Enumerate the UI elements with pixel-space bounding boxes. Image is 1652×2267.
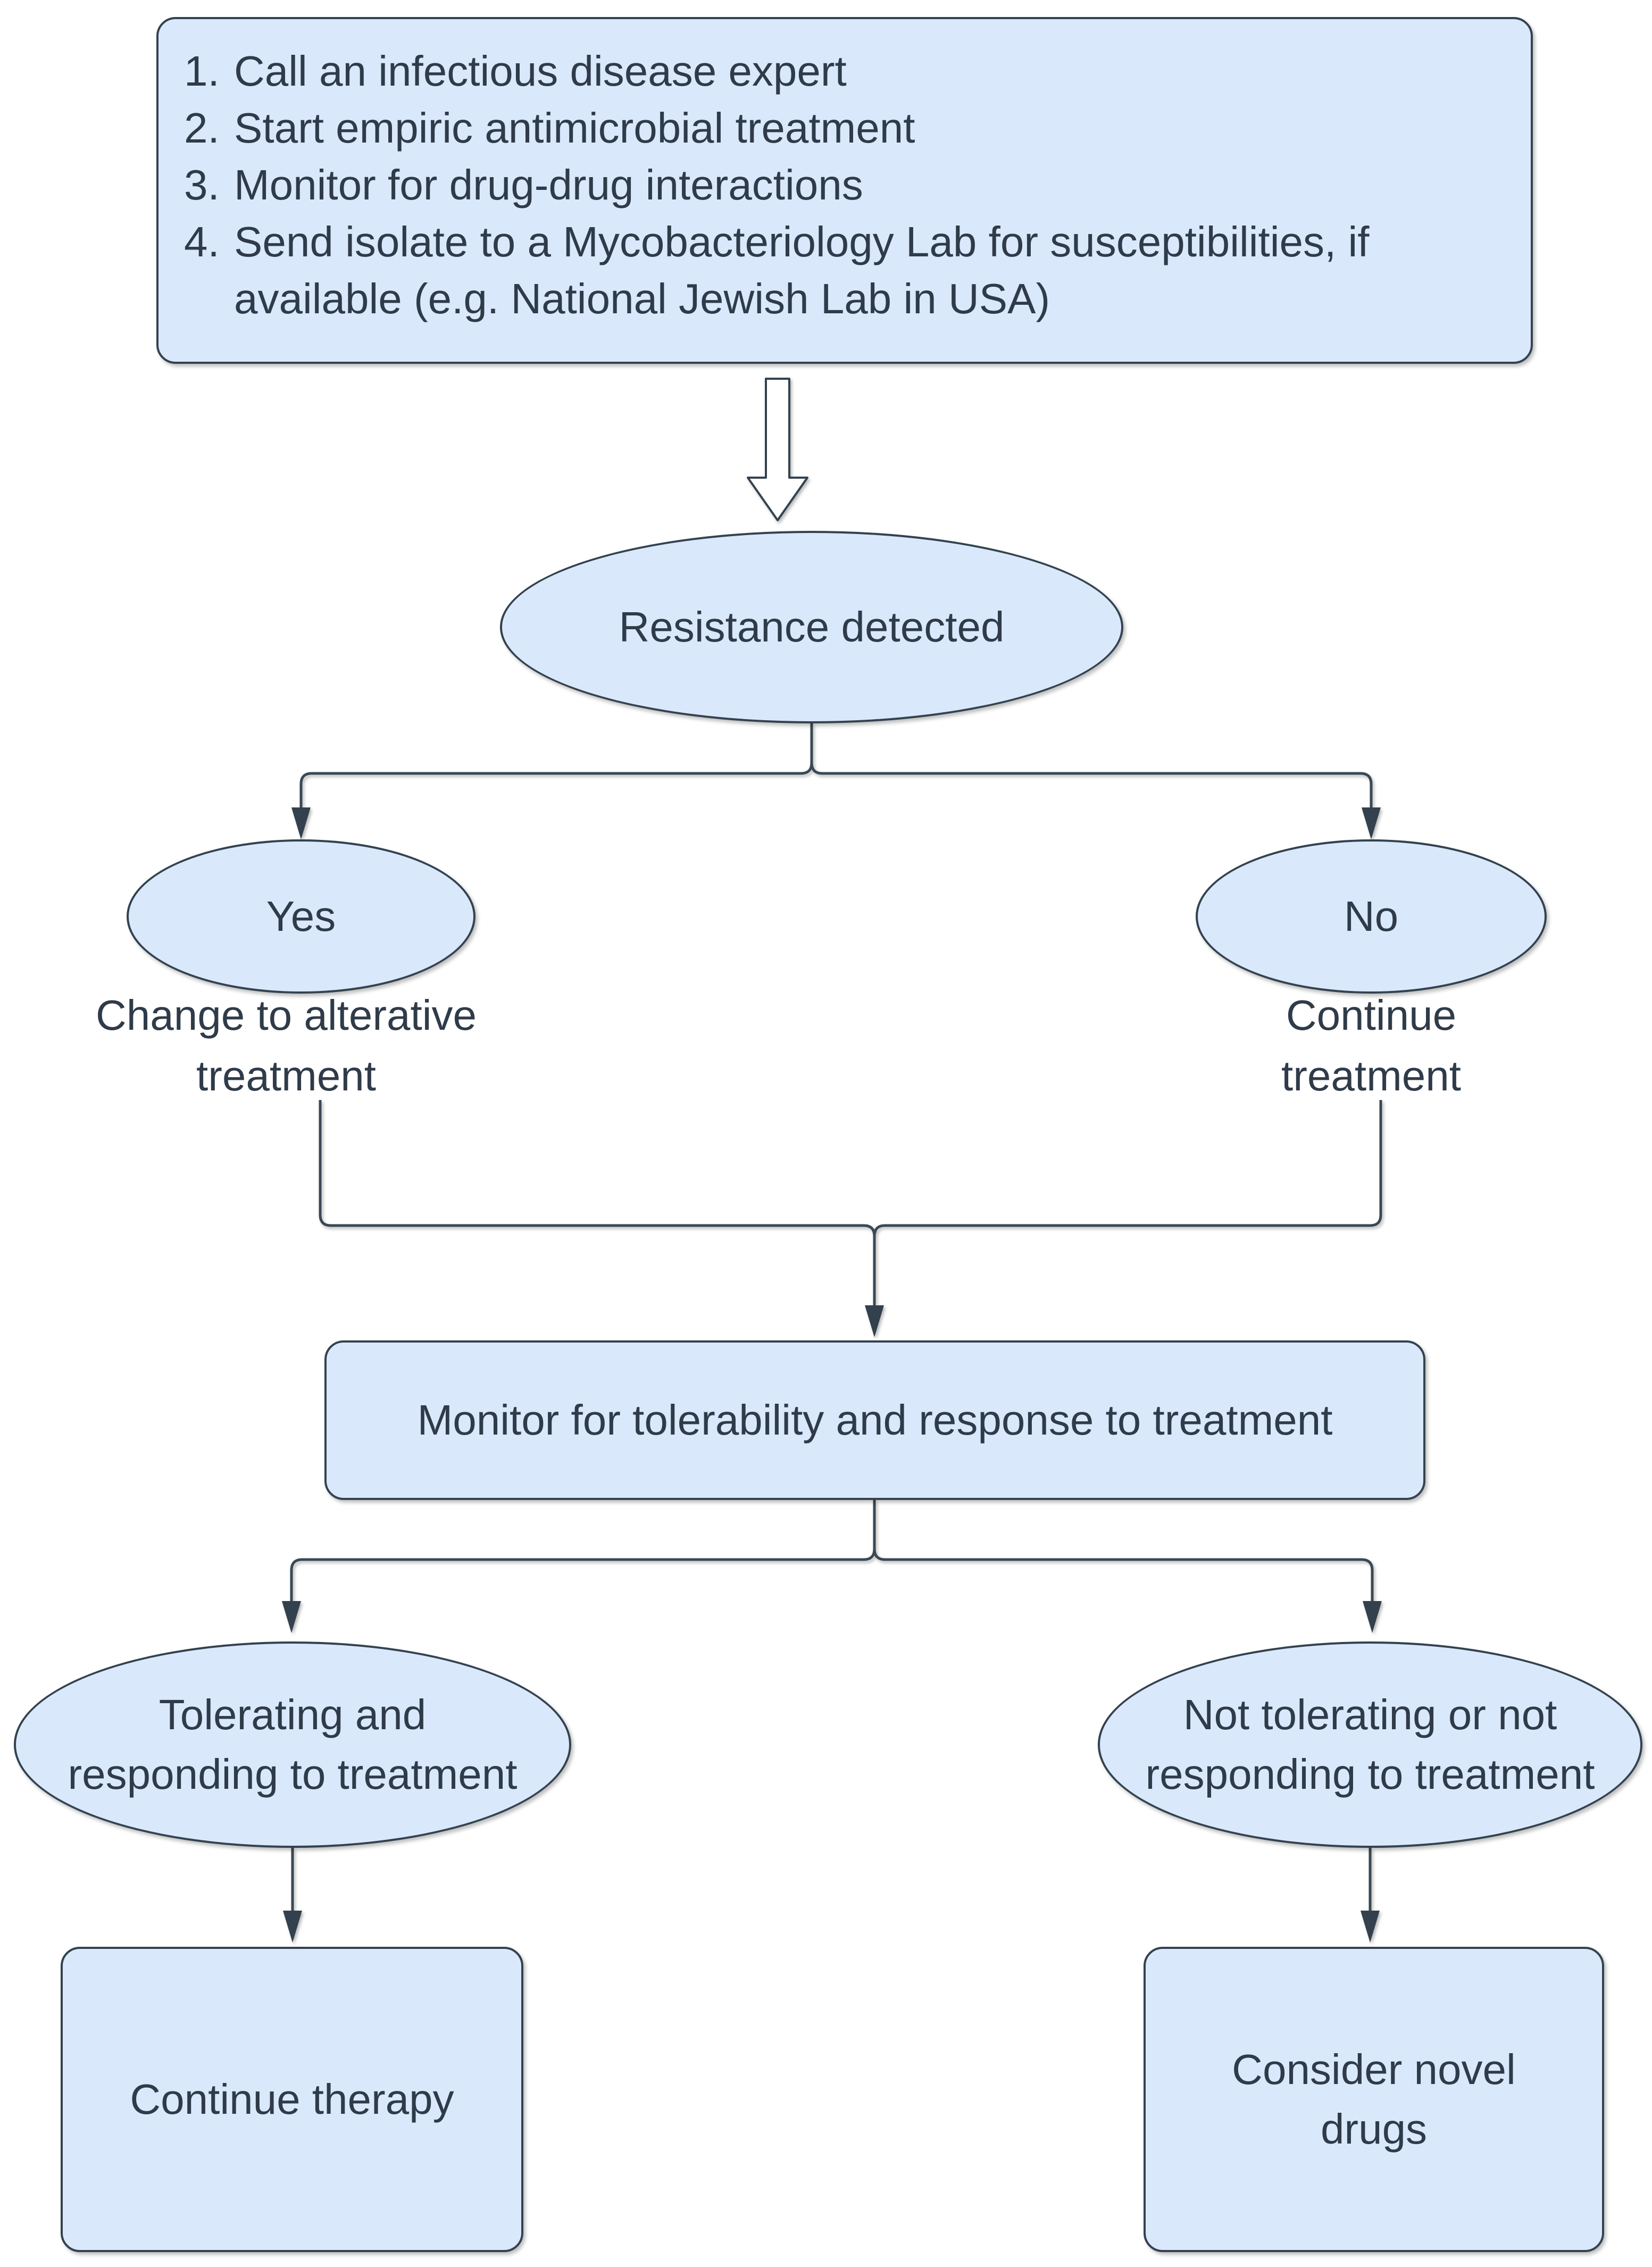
no-label: No (1344, 893, 1399, 940)
monitor-box-label: Monitor for tolerability and response to… (417, 1396, 1333, 1444)
consider-novel-drugs-label: Consider novel drugs (1232, 2046, 1516, 2153)
consider-novel-drugs-box: Consider novel drugs (1144, 1947, 1604, 2252)
step-number: 1. (184, 47, 220, 95)
step-number: 2. (184, 104, 220, 152)
yes-branch-label: Change to alterative treatment (95, 991, 477, 1099)
connector-yes-to-monitor (319, 1100, 876, 1307)
connector-no-to-monitor (873, 1100, 1382, 1307)
down-block-arrow-icon (747, 378, 808, 521)
monitor-box: Monitor for tolerability and response to… (324, 1340, 1425, 1500)
continue-therapy-label: Continue therapy (130, 2076, 454, 2123)
tolerating-ellipse: Tolerating and responding to treatment (14, 1641, 571, 1848)
steps-box: 1. Call an infectious disease expert 2. … (156, 17, 1533, 364)
arrowhead-monitor (865, 1305, 884, 1337)
arrowhead-no (1362, 807, 1381, 839)
connector-resistance-to-yes (299, 723, 813, 818)
connector-monitor-to-tolerating (290, 1500, 876, 1611)
step-text: Call an infectious disease expert (234, 47, 847, 95)
arrowhead-tolerating (282, 1601, 301, 1633)
continue-therapy-box: Continue therapy (61, 1947, 523, 2252)
yes-label: Yes (266, 893, 336, 940)
step-item-4: 4. Send isolate to a Mycobacteriology La… (184, 213, 1501, 327)
step-item-1: 1. Call an infectious disease expert (184, 43, 1501, 99)
not-tolerating-ellipse: Not tolerating or not responding to trea… (1098, 1641, 1642, 1848)
connector-monitor-to-not-tolerating (873, 1500, 1374, 1611)
step-text: Start empiric antimicrobial treatment (234, 104, 915, 152)
resistance-detected-label: Resistance detected (619, 603, 1005, 651)
arrowhead-novel-box (1361, 1911, 1380, 1943)
step-text: Send isolate to a Mycobacteriology Lab f… (234, 218, 1370, 322)
yes-ellipse: Yes (127, 839, 475, 994)
arrowhead-not-tolerating (1363, 1601, 1382, 1633)
arrowhead-yes (291, 807, 311, 839)
arrowhead-continue-box (283, 1911, 302, 1943)
no-branch-label: Continue treatment (1281, 991, 1461, 1099)
step-item-2: 2. Start empiric antimicrobial treatment (184, 99, 1501, 156)
resistance-detected-ellipse: Resistance detected (500, 531, 1123, 723)
no-ellipse: No (1196, 839, 1547, 994)
step-item-3: 3. Monitor for drug-drug interactions (184, 156, 1501, 213)
connector-resistance-to-no (810, 723, 1373, 818)
not-tolerating-label: Not tolerating or not responding to trea… (1145, 1691, 1595, 1798)
step-text: Monitor for drug-drug interactions (234, 161, 863, 209)
tolerating-label: Tolerating and responding to treatment (68, 1691, 518, 1798)
steps-list: 1. Call an infectious disease expert 2. … (184, 43, 1501, 327)
step-number: 4. (184, 218, 220, 265)
step-number: 3. (184, 161, 220, 209)
